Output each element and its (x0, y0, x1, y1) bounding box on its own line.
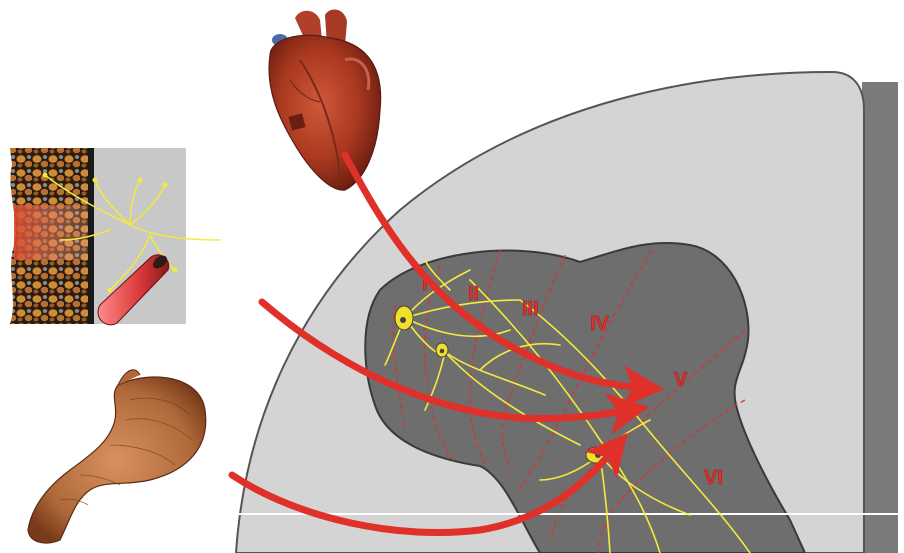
lamina-label-v: V (674, 369, 688, 391)
skin-tissue-panel (10, 148, 220, 325)
lamina-label-ii: II (468, 283, 479, 305)
lamina-label-iii: III (522, 298, 539, 320)
heart-illustration (269, 10, 381, 191)
lamina-label-vi: VI (704, 467, 723, 489)
cord-edge-shadow (862, 82, 898, 553)
lamina-label-iv: IV (590, 313, 610, 335)
stomach-illustration (28, 370, 206, 543)
